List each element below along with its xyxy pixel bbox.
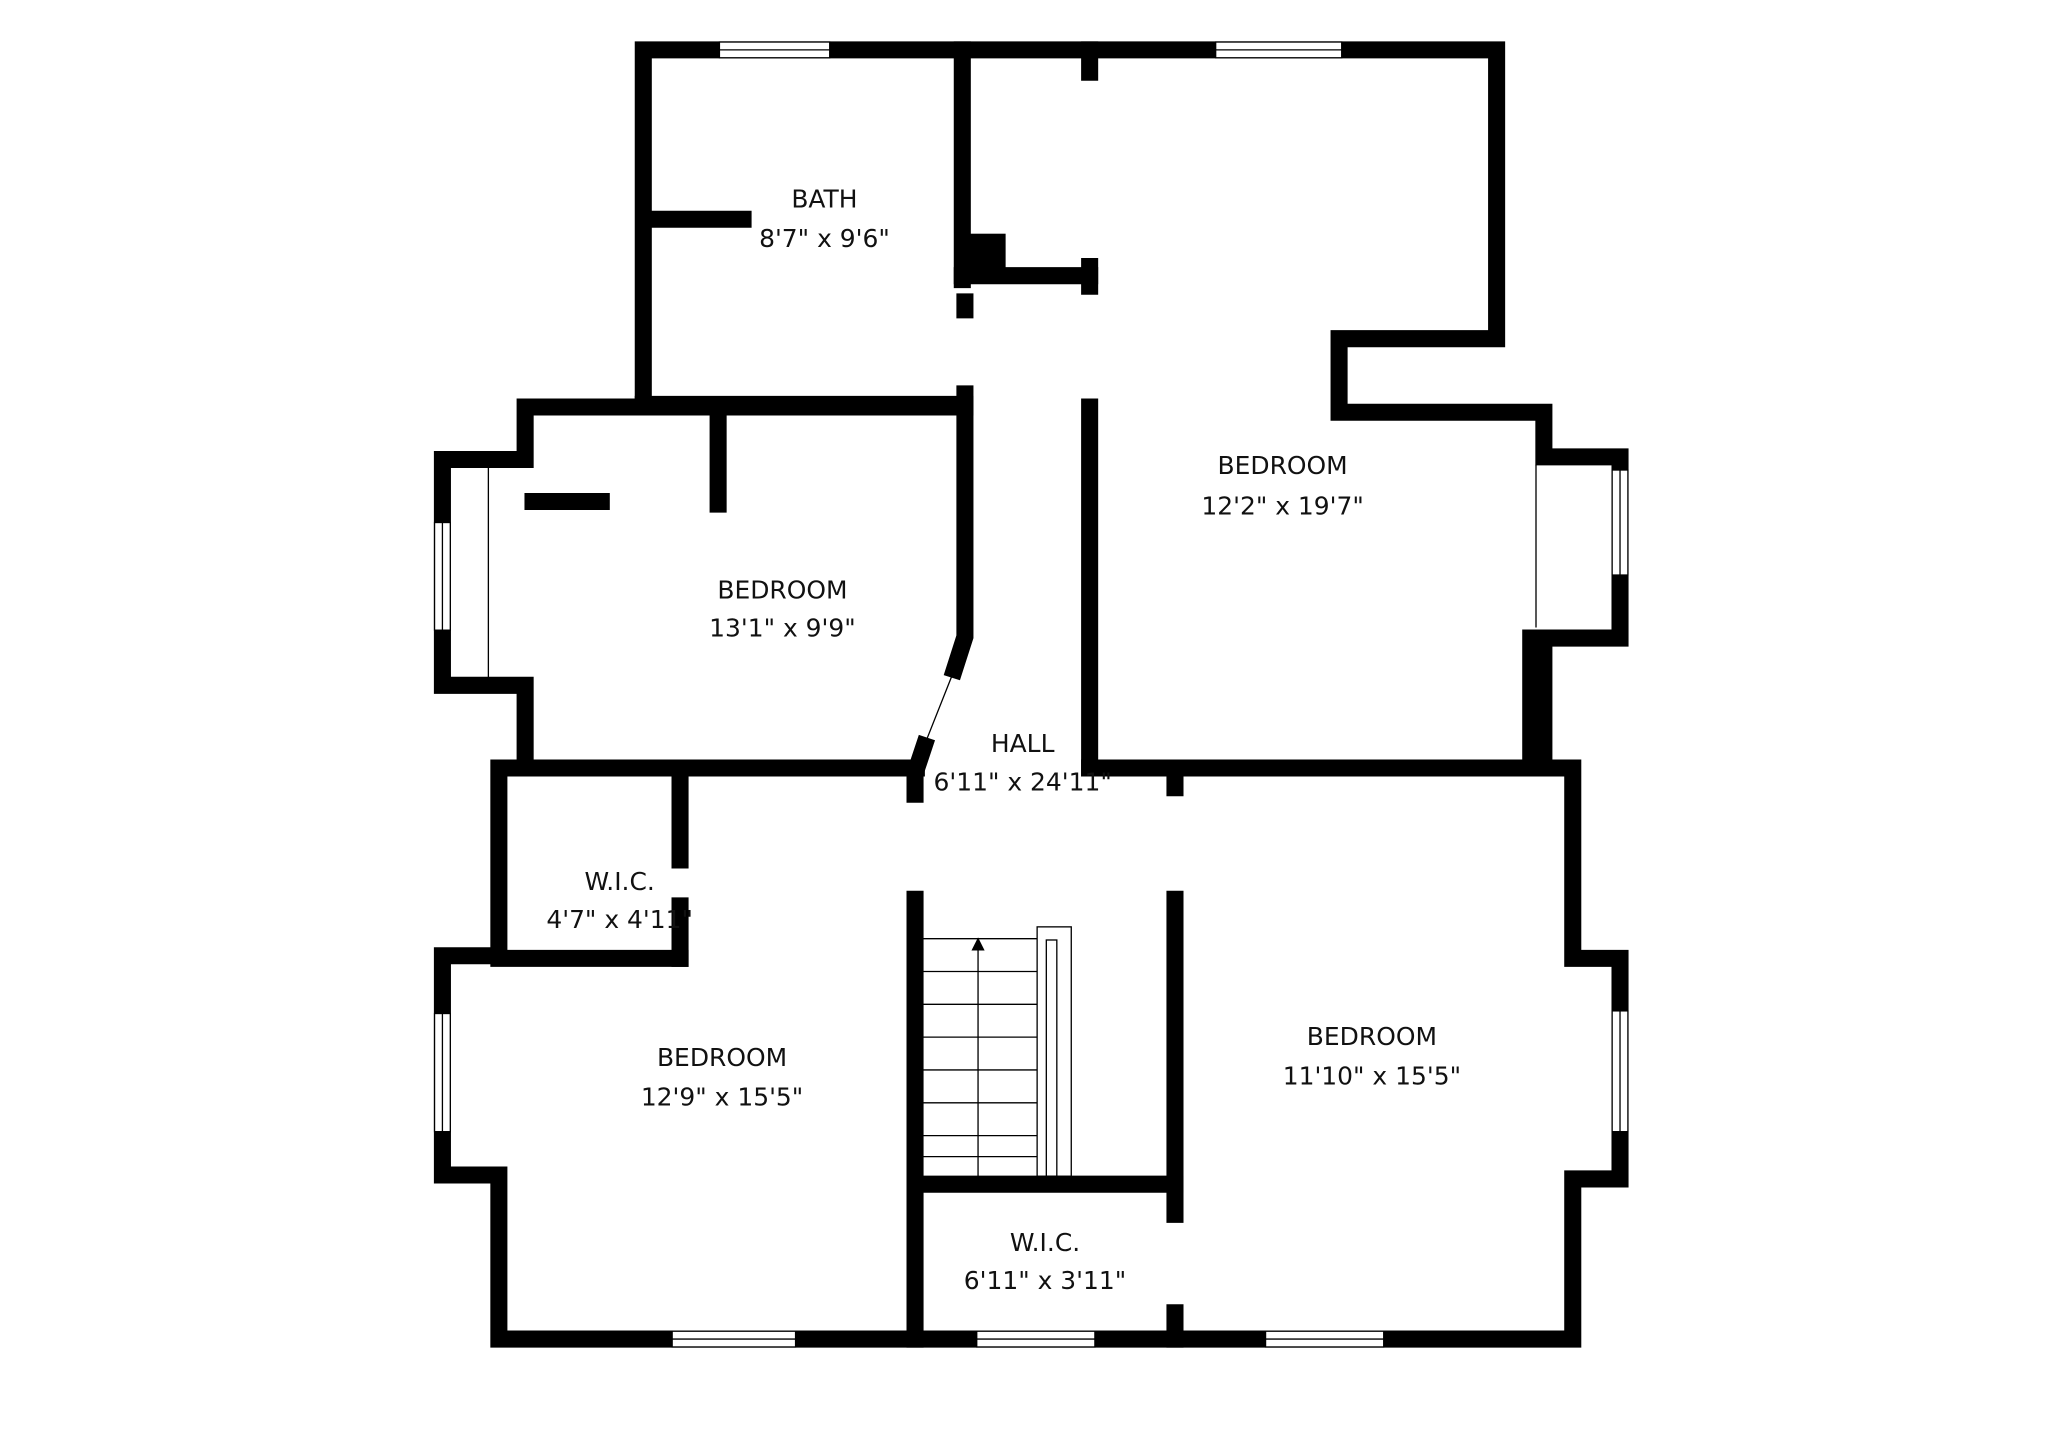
walls xyxy=(433,41,1629,1348)
room-name: W.I.C. xyxy=(584,867,654,896)
room-dimensions: 13'1" x 9'9" xyxy=(709,614,856,643)
room-dimensions: 11'10" x 15'5" xyxy=(1283,1061,1461,1090)
room-dimensions: 12'9" x 15'5" xyxy=(641,1082,803,1111)
room-name: HALL xyxy=(991,729,1055,758)
room-name: BEDROOM xyxy=(1218,451,1348,480)
room-dimensions: 4'7" x 4'11" xyxy=(546,905,693,934)
room-name: BATH xyxy=(791,184,857,213)
room-dimensions: 8'7" x 9'6" xyxy=(759,224,890,253)
room-name: W.I.C. xyxy=(1010,1228,1080,1257)
room-name: BEDROOM xyxy=(1307,1022,1437,1051)
room-dimensions: 12'2" x 19'7" xyxy=(1201,492,1363,521)
stairs xyxy=(922,926,1072,1177)
room-name: BEDROOM xyxy=(657,1043,787,1072)
room-name: BEDROOM xyxy=(717,576,847,605)
room-dimensions: 6'11" x 24'11" xyxy=(934,767,1112,796)
stair-up-arrow-icon xyxy=(971,937,985,951)
room-dimensions: 6'11" x 3'11" xyxy=(964,1266,1126,1295)
windows xyxy=(433,41,1629,1348)
room-labels: BATH 8'7" x 9'6" BEDROOM 13'1" x 9'9" BE… xyxy=(546,184,1461,1295)
